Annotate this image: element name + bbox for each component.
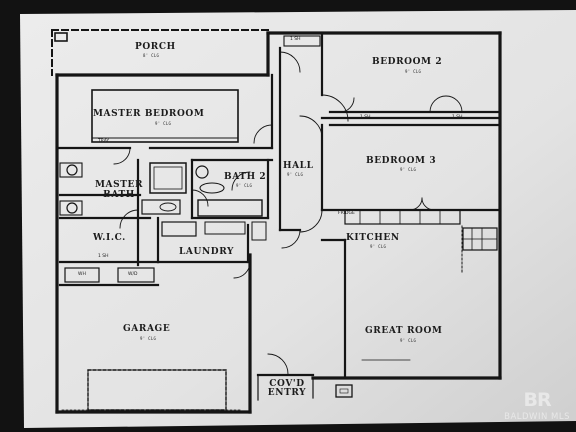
room-label-kitchen: KITCHEN <box>346 233 400 243</box>
room-size-garage: 9' CLG <box>140 336 157 341</box>
room-label-master-bath: MASTER BATH <box>94 180 144 200</box>
room-size-porch: 8' CLG <box>143 53 160 58</box>
fridge-label: FRIDGE <box>338 211 355 216</box>
room-size-bath-2: 9' CLG <box>236 183 253 188</box>
room-label-great-room: GREAT ROOM <box>365 326 443 336</box>
room-label-porch: PORCH <box>135 42 176 52</box>
room-size-bedroom-2: 9' CLG <box>405 69 422 74</box>
room-label-hall: HALL <box>283 161 314 171</box>
water-heater-label: WH <box>78 272 86 277</box>
room-size-master-bedroom: 9' CLG <box>155 121 172 126</box>
closet-shelf-label-hall: 1 SH <box>290 37 301 42</box>
closet-shelf-label-wic: 1 SH <box>98 254 109 259</box>
room-size-bedroom-3: 9' CLG <box>400 167 417 172</box>
room-label-laundry: LAUNDRY <box>179 247 235 257</box>
room-label-wic: W.I.C. <box>93 233 126 243</box>
room-size-kitchen: 9' CLG <box>370 244 387 249</box>
room-label-master-bedroom: MASTER BEDROOM <box>93 109 205 119</box>
baldwin-mls-watermark: BR BALDWIN MLS <box>504 389 570 423</box>
paper-sheet <box>20 10 576 428</box>
baldwin-mls-text: BALDWIN MLS <box>504 412 570 422</box>
room-label-covd-entry: COV'D ENTRY <box>267 379 307 398</box>
room-label-bedroom-3: BEDROOM 3 <box>366 156 437 166</box>
room-label-garage: GARAGE <box>123 324 171 334</box>
closet-shelf-label-bed2-left: 1 SH <box>360 115 371 120</box>
room-size-great-room: 9' CLG <box>400 338 417 343</box>
baldwin-mls-logo: BR <box>523 389 552 411</box>
closet-shelf-label-bed2-right: 1 SH <box>452 115 463 120</box>
washer-dryer-label: W/D <box>128 272 138 277</box>
tray-label: TRAY <box>98 139 110 144</box>
room-size-hall: 9' CLG <box>287 172 304 177</box>
room-label-bedroom-2: BEDROOM 2 <box>372 57 443 67</box>
room-label-bath-2: BATH 2 <box>224 172 267 182</box>
